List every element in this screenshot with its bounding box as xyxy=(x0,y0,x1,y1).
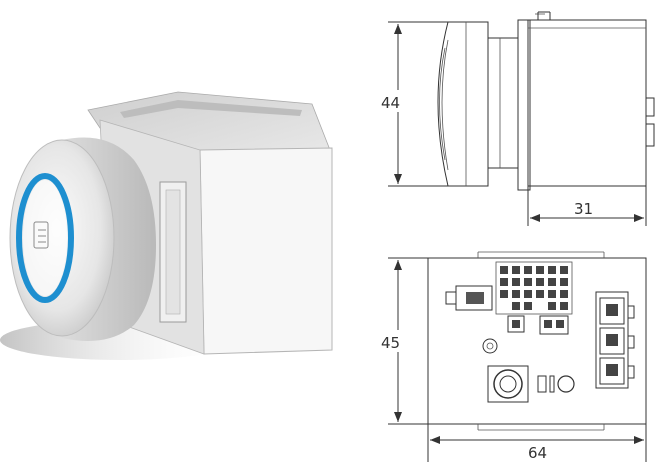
back-terminal-grid xyxy=(500,266,568,310)
back-view: 45 xyxy=(380,251,647,462)
back-connector-small xyxy=(445,285,493,311)
back-triple-connector xyxy=(595,291,635,389)
back-outline xyxy=(427,257,647,425)
dim-back-height: 45 xyxy=(381,334,400,352)
side-neck xyxy=(487,37,519,169)
side-body xyxy=(527,19,647,187)
dim-back-width: 64 xyxy=(528,444,547,462)
side-bezel xyxy=(437,21,489,187)
dim-side-depth: 31 xyxy=(574,200,593,218)
product-render xyxy=(0,91,333,360)
back-pins xyxy=(537,375,575,393)
back-small-hole xyxy=(482,338,498,354)
back-ring-connector xyxy=(487,365,529,403)
side-view: 44 31 xyxy=(380,11,655,226)
button-symbol-icon xyxy=(33,221,49,249)
body-front-face xyxy=(199,147,333,355)
back-small-terminals xyxy=(507,315,569,335)
illuminated-ring xyxy=(16,173,74,303)
body-top-rail xyxy=(120,100,302,118)
dim-side-height: 44 xyxy=(381,94,400,112)
